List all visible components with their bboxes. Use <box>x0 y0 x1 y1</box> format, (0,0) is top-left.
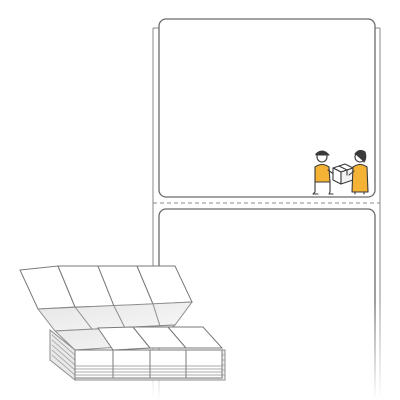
stack-label-front <box>185 349 223 379</box>
stack-label-front <box>74 349 114 379</box>
stack-label-front <box>112 349 151 379</box>
fanfold-top-row <box>19 265 193 310</box>
stack-label <box>166 326 224 349</box>
fanfold-stack-body <box>49 326 226 382</box>
delivery-handoff-icon <box>312 149 369 195</box>
stack-label-front <box>149 349 187 379</box>
fanfold-stack <box>19 265 226 382</box>
